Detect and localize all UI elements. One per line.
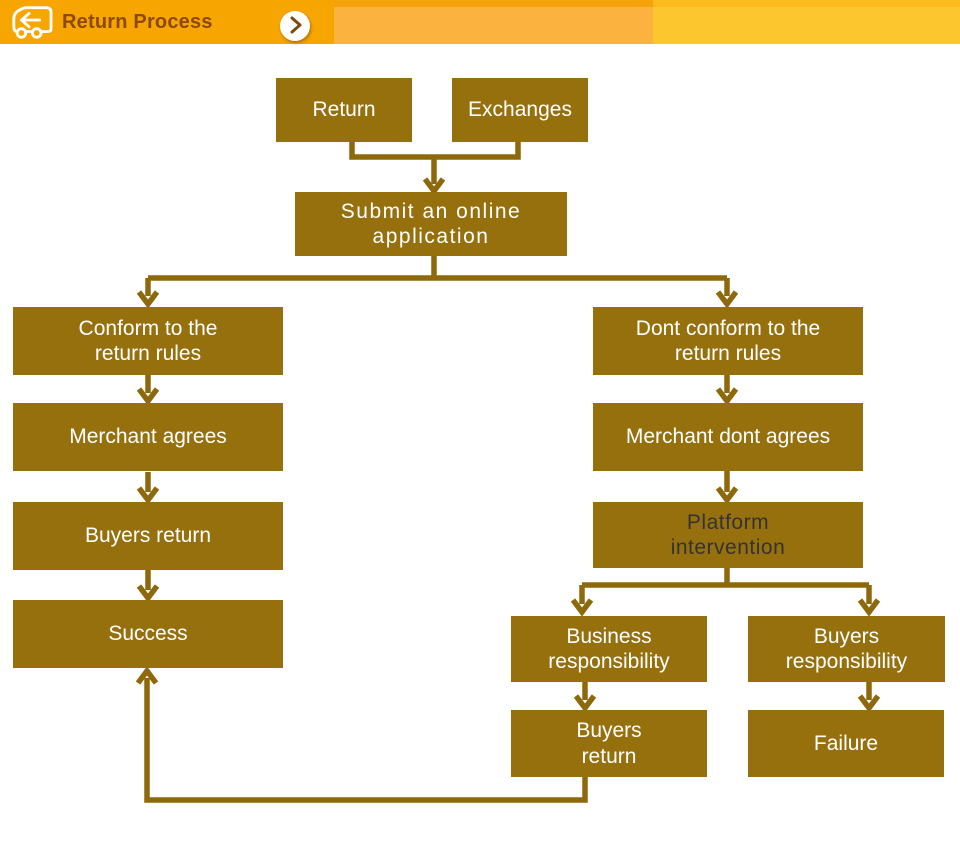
- return-truck-icon: [8, 1, 54, 43]
- page-title: Return Process: [62, 10, 213, 33]
- node-failure: Failure: [748, 710, 944, 777]
- header-segment-right: [653, 0, 960, 44]
- node-submit-application: Submit an online application: [295, 192, 567, 256]
- header-segment-left: [0, 0, 334, 44]
- node-merchant-dont-agrees: Merchant dont agrees: [593, 403, 863, 471]
- node-return: Return: [276, 78, 412, 142]
- chevron-right-icon: [280, 10, 310, 43]
- node-buyers-return-right: Buyers return: [511, 710, 707, 777]
- node-platform-intervention: Platform intervention: [593, 502, 863, 568]
- node-buyers-return-left: Buyers return: [13, 502, 283, 570]
- forward-nav-button[interactable]: [280, 11, 310, 41]
- header-bar: Return Process: [0, 0, 960, 44]
- node-dont-conform-rules: Dont conform to the return rules: [593, 307, 863, 375]
- node-business-responsibility: Business responsibility: [511, 616, 707, 682]
- node-buyers-responsibility: Buyers responsibility: [748, 616, 945, 682]
- node-merchant-agrees: Merchant agrees: [13, 403, 283, 471]
- node-conform-rules: Conform to the return rules: [13, 307, 283, 375]
- node-success: Success: [13, 600, 283, 668]
- header-segment-middle: [334, 0, 653, 44]
- node-exchanges: Exchanges: [452, 78, 588, 142]
